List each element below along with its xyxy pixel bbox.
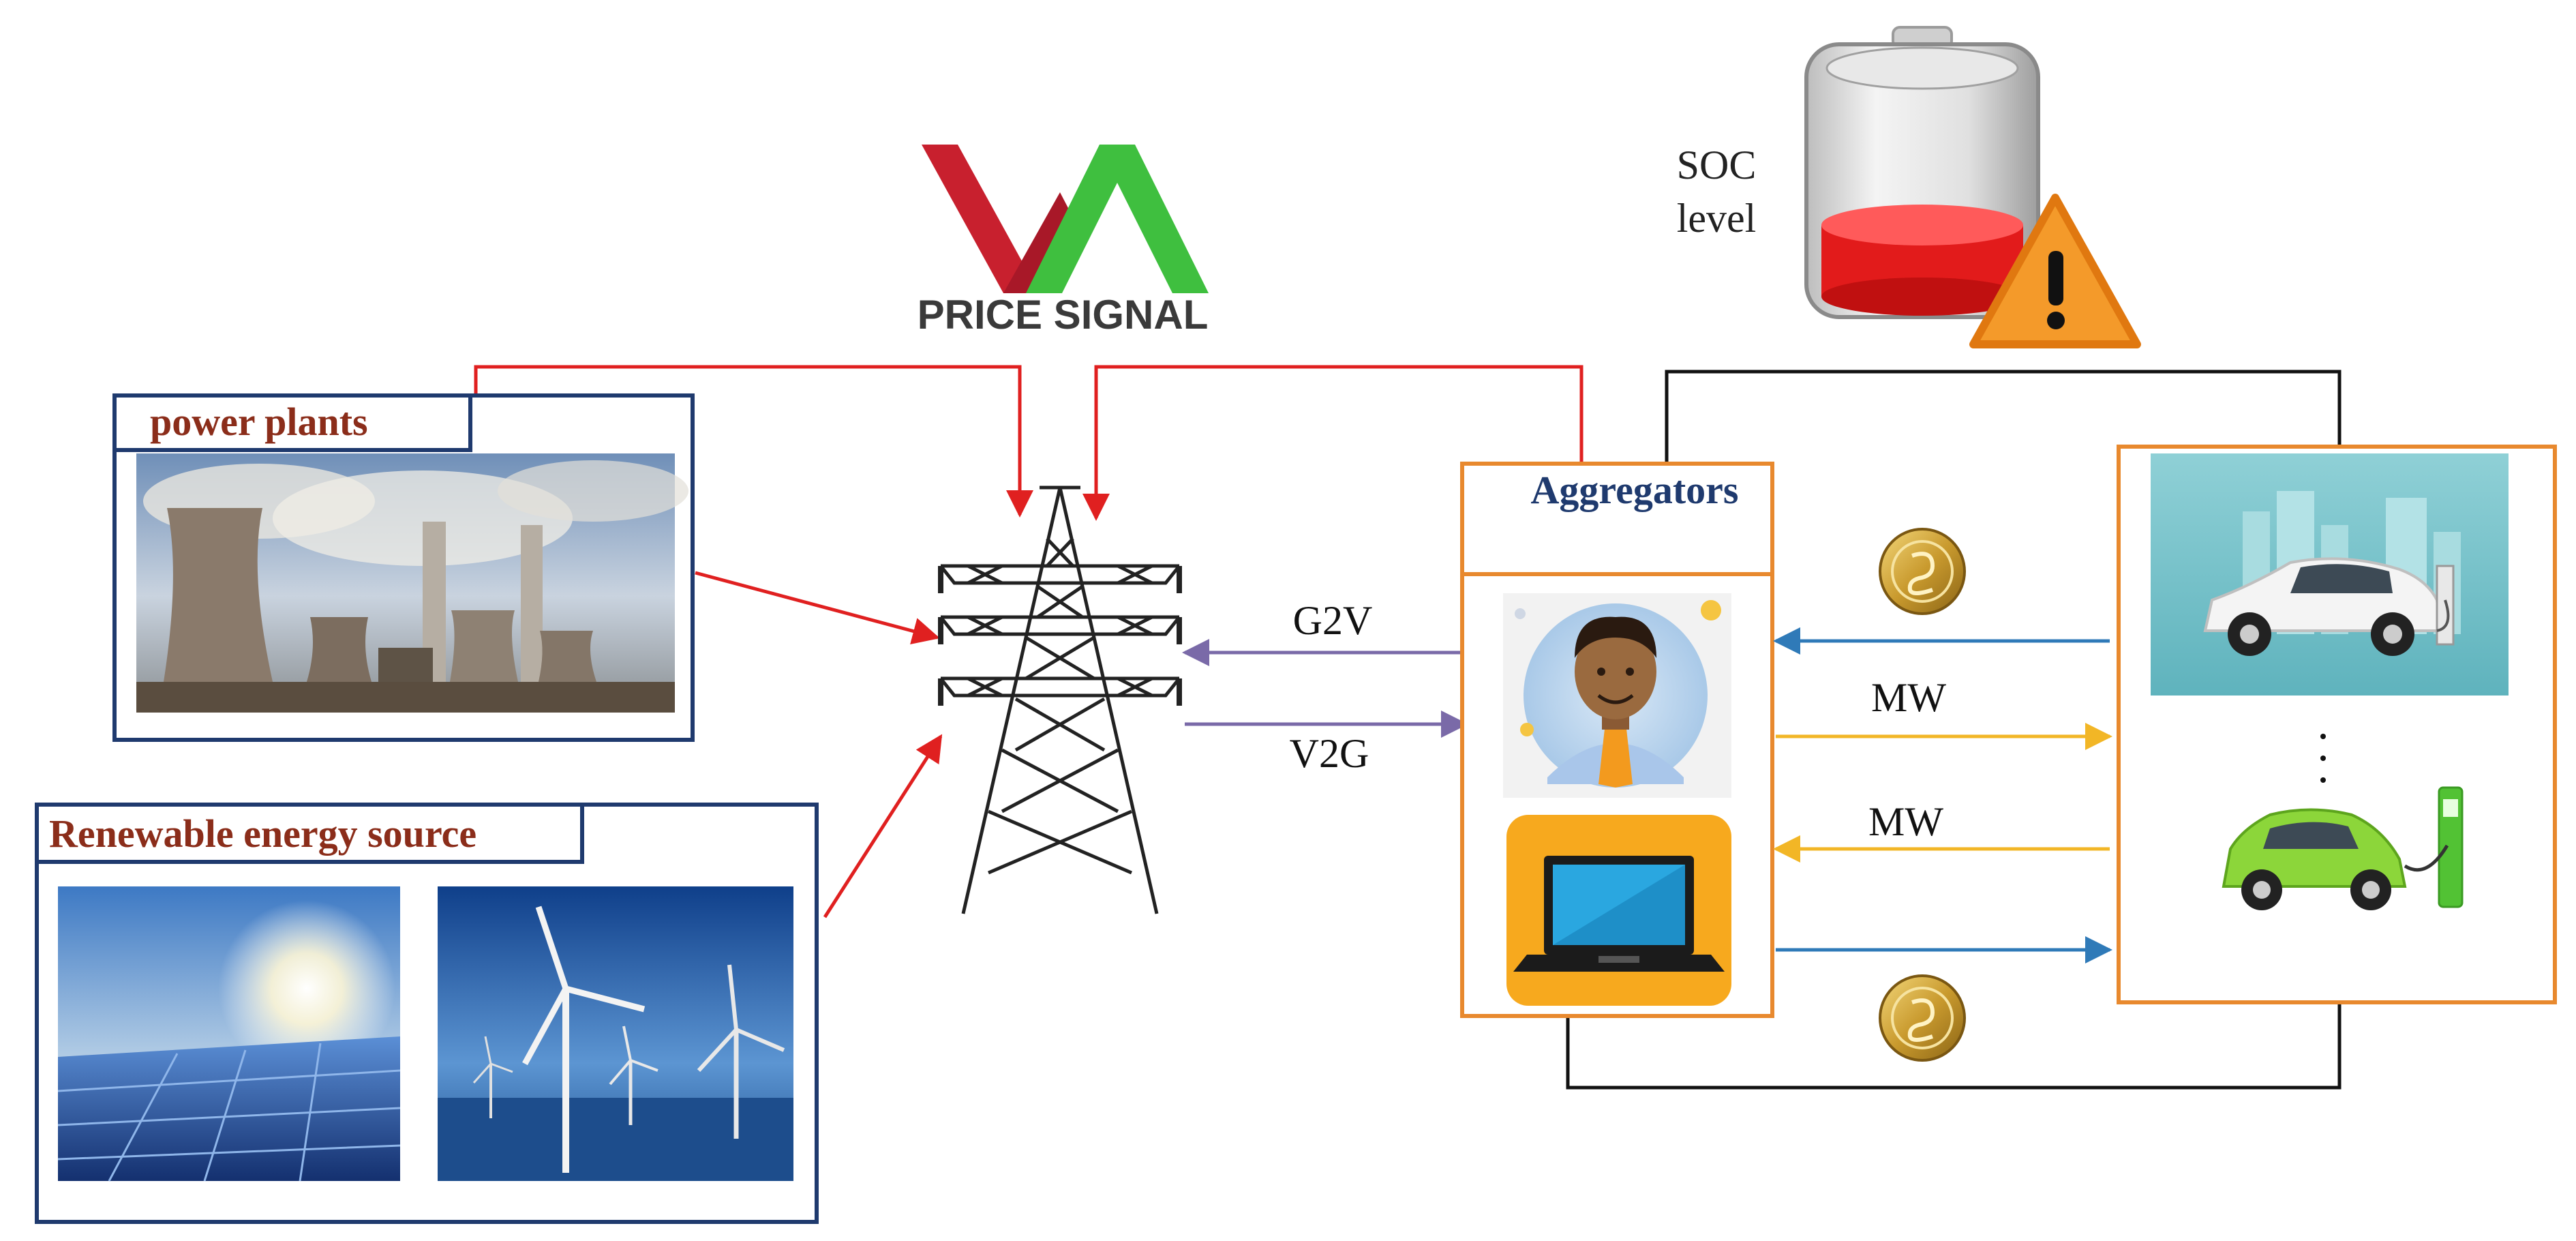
warning-icon [1969,194,2141,348]
g2v-v2g-flows: G2V V2G [1182,598,1468,776]
soc-label-line2: level [1677,196,1757,241]
power-plants-label: power plants [150,400,368,444]
price-signal-label: PRICE SIGNAL [918,292,1209,338]
ev-panel [2117,445,2557,1004]
v2g-label: V2G [1290,731,1369,776]
wind-turbine-photo [438,886,793,1181]
power-plant-photo [136,453,688,713]
logo-green-stroke [1026,145,1209,293]
price-signal-lines [474,365,1584,918]
power-plants-panel: power plants [112,393,695,742]
mw-label-bottom: MW [1868,799,1943,844]
solar-panel-photo [57,886,401,1182]
price-signal-logo: PRICE SIGNAL [918,145,1209,338]
transmission-tower-icon [938,485,1182,914]
g2v-label: G2V [1293,598,1373,643]
battery-icon [1804,26,2040,319]
mw-flows: MW MW [1773,627,2112,963]
white-car-photo [2151,453,2509,696]
laptop-icon [1506,815,1731,1006]
bottom-loop-line [1566,1002,2342,1090]
avatar-icon [1503,593,1731,798]
price-line-from-aggregators [1082,365,1584,521]
coin-icon-top [1879,528,1966,615]
mw-label-top: MW [1871,675,1946,720]
coin-icon-bottom [1879,974,1966,1062]
top-loop-line [1665,370,2342,464]
ellipsis-dots [2320,734,2326,783]
logo-red-stroke-right [1003,192,1077,293]
arrow-plants-to-tower [695,571,940,645]
aggregators-label: Aggregators [1531,468,1739,512]
logo-red-stroke-left [922,145,1040,293]
renewable-label: Renewable energy source [49,811,476,856]
arrow-renewables-to-tower [823,734,943,918]
price-line-from-plants [474,365,1033,518]
connector-loops [1566,370,2342,1090]
soc-label: SOC level [1677,143,1757,241]
aggregators-panel: Aggregators [1460,462,1774,1018]
renewable-panel: Renewable energy source [35,803,819,1224]
soc-label-line1: SOC [1677,143,1757,188]
green-car-icon [2222,786,2464,910]
